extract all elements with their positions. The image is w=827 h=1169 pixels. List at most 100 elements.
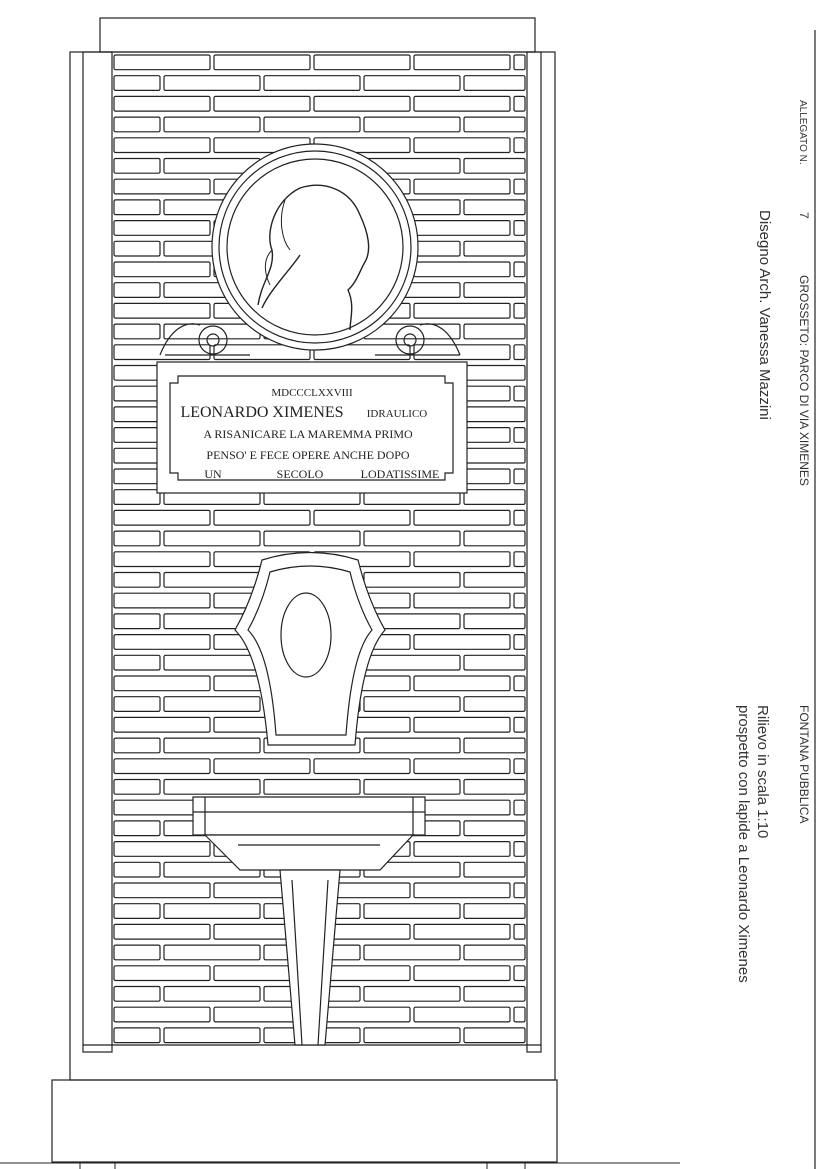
left-pilaster bbox=[82, 51, 113, 1053]
brick bbox=[513, 675, 526, 692]
shield-ornament bbox=[234, 551, 386, 746]
brick bbox=[113, 509, 211, 526]
brick bbox=[513, 344, 526, 361]
brick bbox=[113, 882, 211, 899]
brick bbox=[163, 778, 261, 795]
brick bbox=[113, 116, 161, 133]
brick bbox=[113, 489, 161, 506]
brick bbox=[363, 903, 461, 920]
brick bbox=[363, 737, 461, 754]
brick bbox=[413, 95, 511, 112]
brick bbox=[363, 1027, 461, 1044]
allegato-number: 7 bbox=[797, 212, 811, 219]
brick bbox=[113, 406, 161, 423]
brick bbox=[413, 178, 511, 195]
portrait-medallion bbox=[159, 143, 461, 356]
fountain-basin bbox=[192, 796, 426, 1046]
brick bbox=[413, 302, 511, 319]
brick bbox=[313, 54, 411, 71]
brick bbox=[513, 302, 526, 319]
brick bbox=[413, 1006, 511, 1023]
brick bbox=[113, 758, 211, 775]
brick bbox=[413, 965, 511, 982]
brick bbox=[463, 116, 526, 133]
plaque-line-2: A RISANICARE LA MAREMMA PRIMO bbox=[203, 427, 413, 441]
brick bbox=[513, 840, 526, 857]
brick bbox=[463, 571, 526, 588]
brick bbox=[113, 530, 161, 547]
brick bbox=[513, 551, 526, 568]
brick bbox=[363, 778, 461, 795]
brick bbox=[463, 406, 526, 423]
brick bbox=[113, 137, 211, 154]
brick bbox=[413, 633, 511, 650]
brick bbox=[513, 220, 526, 236]
brick bbox=[113, 985, 161, 1002]
allegato-label: ALLEGATO N. bbox=[797, 100, 808, 165]
brick bbox=[113, 675, 211, 692]
brick bbox=[113, 592, 211, 609]
brick bbox=[113, 820, 161, 837]
brick bbox=[463, 240, 526, 257]
plaque-inscription: MDCCCLXXVIII LEONARDO XIMENES IDRAULICO … bbox=[180, 387, 439, 481]
brick bbox=[513, 509, 526, 526]
brick bbox=[513, 261, 526, 278]
brick bbox=[313, 509, 411, 526]
brick bbox=[113, 965, 211, 982]
plaque-name: LEONARDO XIMENES bbox=[180, 404, 343, 421]
brick bbox=[413, 220, 511, 236]
brick bbox=[113, 737, 161, 754]
brick bbox=[113, 323, 161, 340]
plaque-line-4a: UN bbox=[204, 467, 222, 481]
scale-note: Rilievo in scala 1:10 bbox=[754, 705, 771, 839]
brick bbox=[463, 364, 526, 381]
brick bbox=[113, 95, 211, 112]
brick bbox=[363, 985, 461, 1002]
location-title: GROSSETO: PARCO DI VIA XIMENES bbox=[797, 275, 811, 486]
brick bbox=[363, 696, 461, 713]
brick bbox=[113, 613, 161, 630]
brick bbox=[113, 75, 161, 91]
brick bbox=[413, 840, 511, 857]
brick bbox=[513, 633, 526, 650]
brick bbox=[413, 716, 511, 733]
brick bbox=[113, 261, 211, 278]
brick bbox=[363, 116, 461, 133]
brick bbox=[213, 54, 311, 71]
brick bbox=[213, 95, 311, 112]
brick bbox=[413, 54, 511, 71]
brick bbox=[463, 985, 526, 1002]
brick bbox=[463, 778, 526, 795]
brick bbox=[413, 551, 511, 568]
brick bbox=[463, 944, 526, 961]
brick bbox=[413, 344, 511, 361]
brick bbox=[513, 1006, 526, 1023]
drawing-description: prospetto con lapide a Leonardo Ximenes bbox=[735, 705, 752, 983]
brick bbox=[513, 385, 526, 402]
brick bbox=[113, 923, 211, 940]
brick bbox=[163, 985, 261, 1002]
brick bbox=[113, 551, 211, 568]
brick bbox=[113, 157, 161, 174]
brick bbox=[163, 903, 261, 920]
brick bbox=[463, 613, 526, 630]
brick bbox=[113, 571, 161, 588]
brick bbox=[113, 716, 211, 733]
brick bbox=[363, 75, 461, 91]
brick bbox=[463, 861, 526, 878]
brick bbox=[113, 861, 161, 878]
brick bbox=[463, 157, 526, 174]
brick bbox=[163, 571, 261, 588]
brick bbox=[463, 199, 526, 216]
brick bbox=[513, 54, 526, 71]
subject-title: FONTANA PUBBLICA bbox=[797, 705, 811, 824]
brick bbox=[513, 799, 526, 816]
brick bbox=[463, 323, 526, 340]
brick bbox=[513, 965, 526, 982]
brick bbox=[263, 116, 361, 133]
brick bbox=[463, 282, 526, 299]
brick bbox=[113, 344, 211, 361]
brick bbox=[113, 1027, 161, 1044]
brick bbox=[413, 675, 511, 692]
